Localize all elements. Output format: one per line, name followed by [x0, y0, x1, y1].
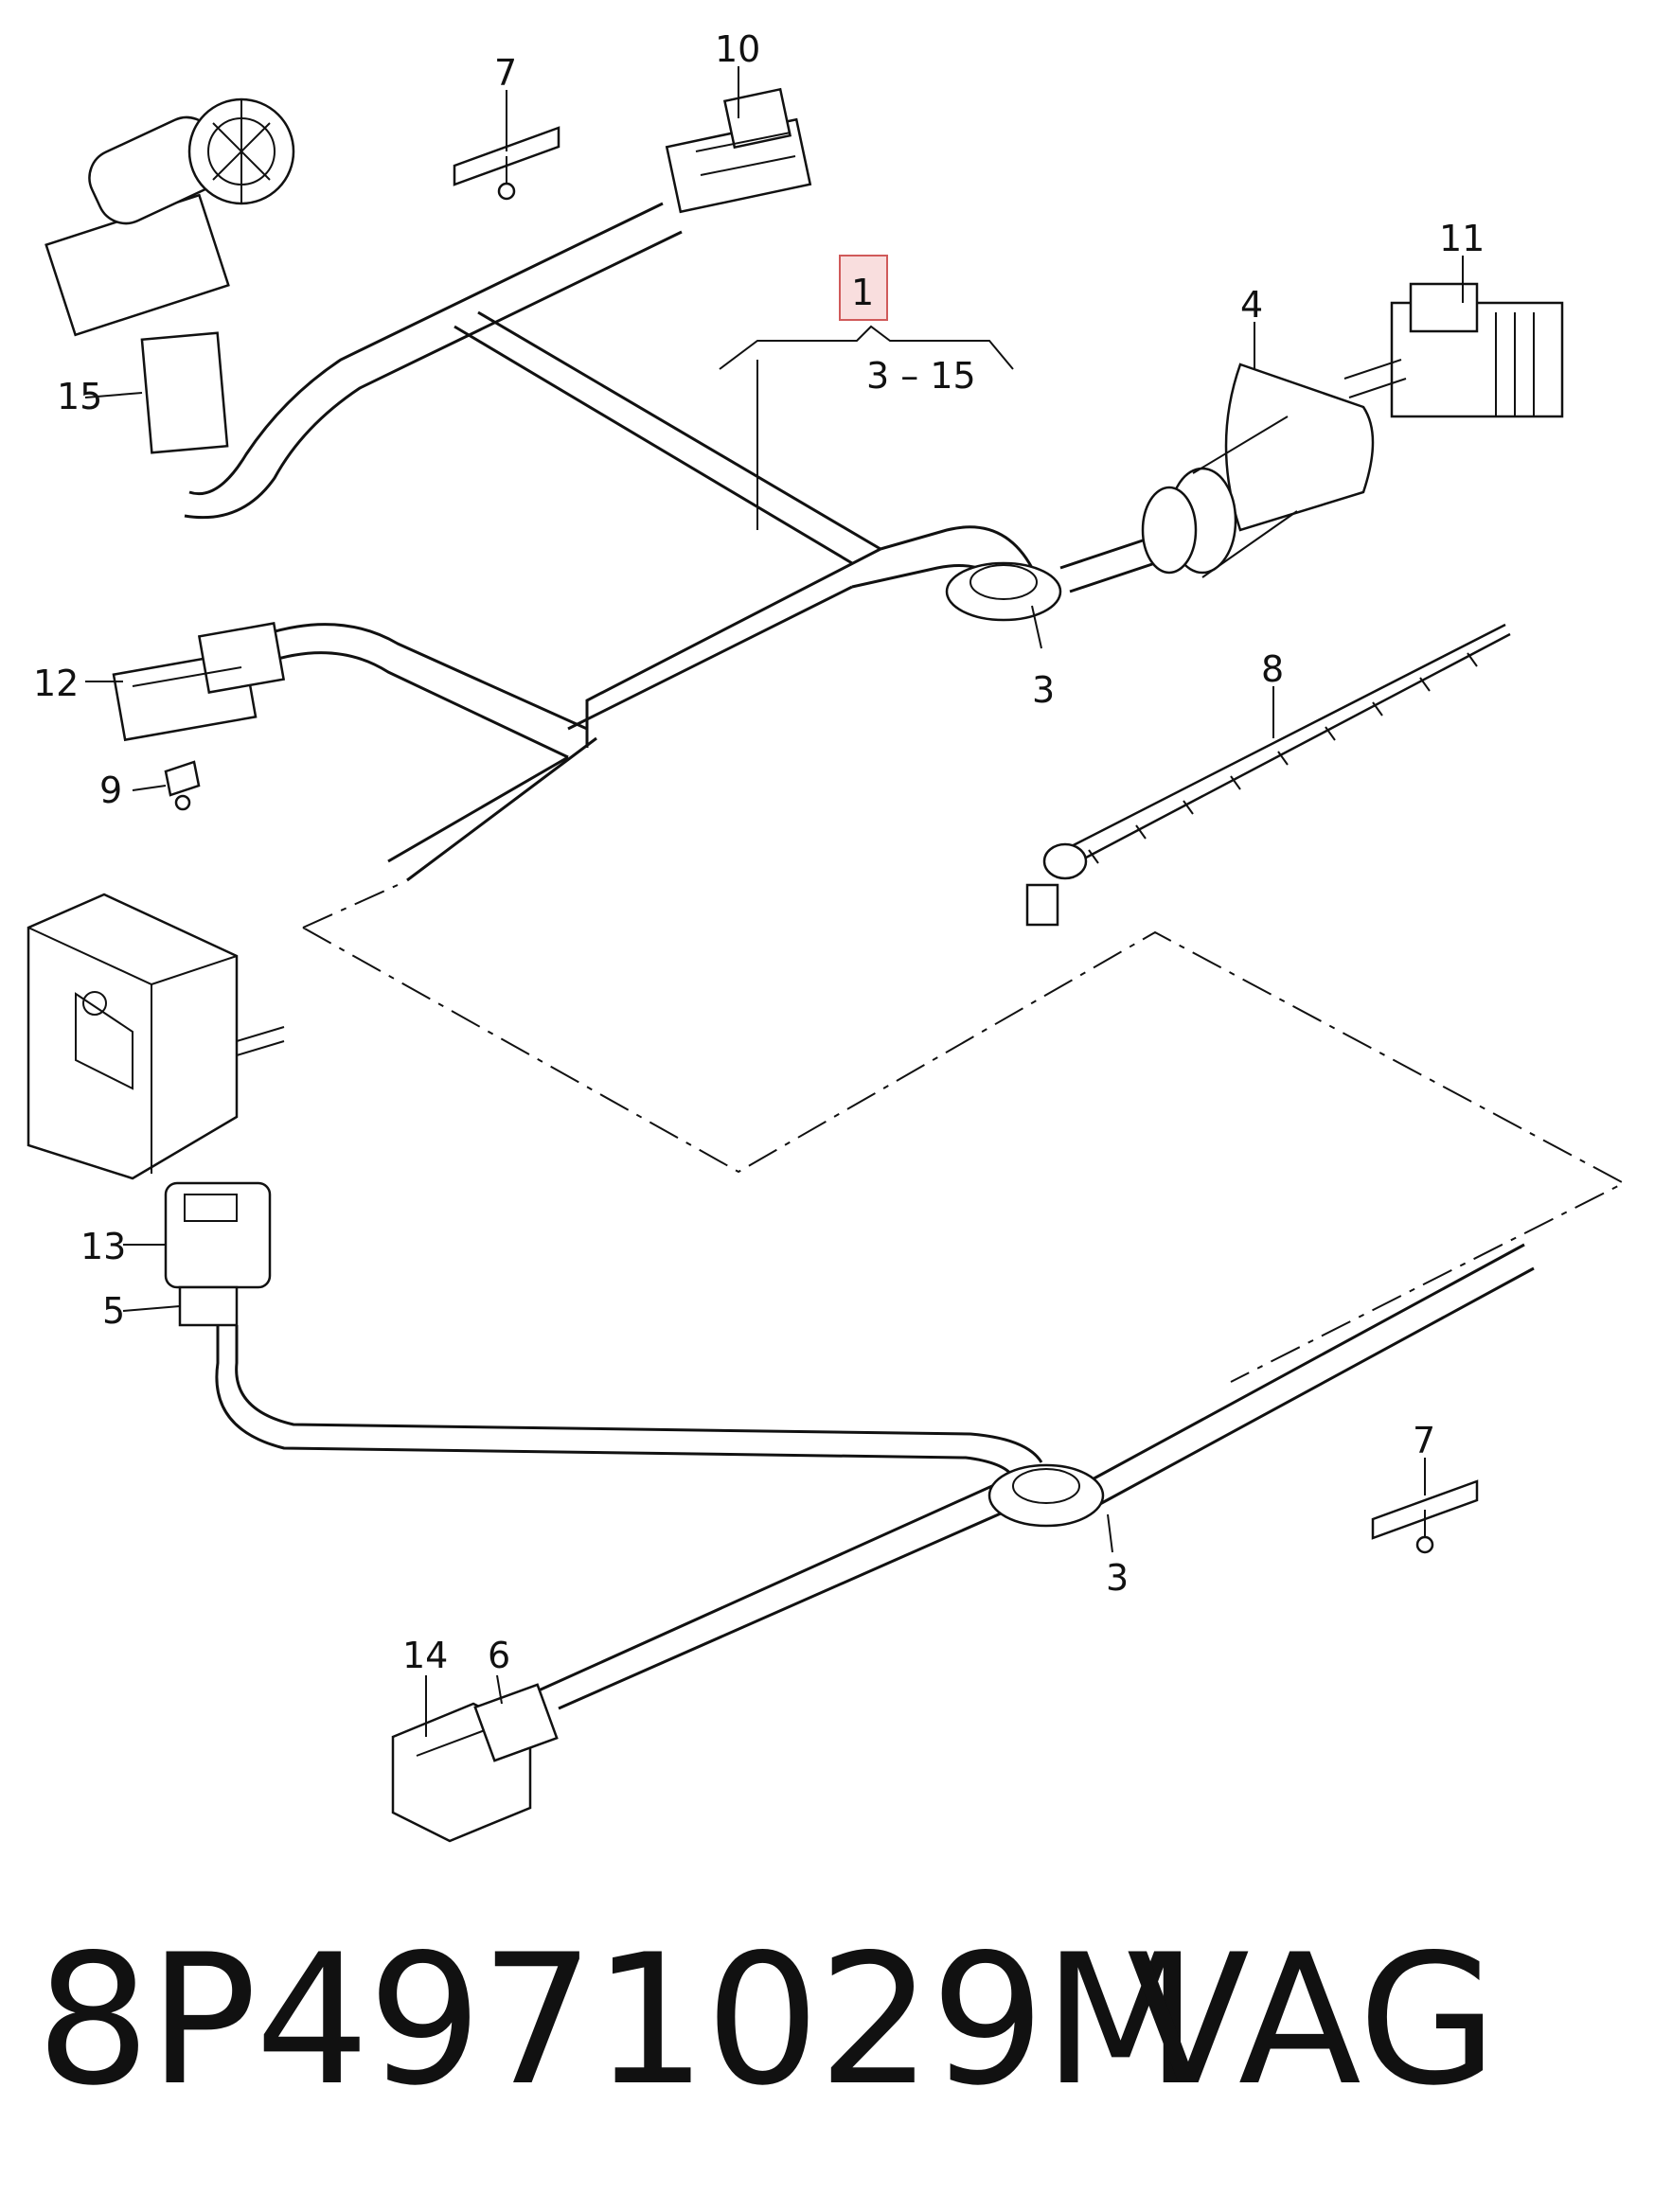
- clip-9-part: [164, 760, 201, 811]
- callout-6: 6: [488, 1635, 510, 1676]
- callout-1-range: 3 – 15: [866, 355, 976, 397]
- callout-3-upper: 3: [1032, 669, 1055, 711]
- part-number-text: 8P4971029M: [36, 1916, 1199, 2125]
- connector-13-part: [164, 1181, 272, 1327]
- leader-lines: [84, 66, 1464, 1737]
- callout-13: 13: [80, 1226, 126, 1267]
- callout-9: 9: [99, 770, 122, 811]
- callout-11: 11: [1439, 218, 1485, 259]
- lower-harness: [215, 1243, 1535, 1710]
- cable-tie-8-part: [1025, 623, 1511, 927]
- callout-4: 4: [1240, 284, 1263, 326]
- window-motor-part: [44, 97, 295, 454]
- callout-14: 14: [402, 1635, 448, 1676]
- callout-3-lower: 3: [1106, 1557, 1129, 1599]
- connector-14-part: [391, 1683, 559, 1843]
- clip-7-upper-part: [453, 126, 560, 201]
- callout-12: 12: [33, 663, 79, 704]
- callout-8: 8: [1261, 648, 1284, 690]
- connector-11-part: [1343, 282, 1564, 418]
- grommet-boot-4-part: [1141, 363, 1375, 578]
- connector-10-part: [665, 87, 812, 214]
- dashed-outline: [302, 884, 1627, 1383]
- callout-7-upper: 7: [494, 52, 517, 94]
- callout-1-highlight: [839, 255, 888, 321]
- callout-15: 15: [57, 376, 102, 417]
- callout-1: 1: [851, 272, 874, 313]
- callout-labels: 1 3 – 15 3 3 4 5 6 7 7 8 9 10 11 12 13 1…: [33, 28, 1485, 1676]
- upper-harness: [184, 202, 1184, 882]
- grommet-3-lower-part: [987, 1463, 1105, 1528]
- clip-7-lower-part: [1371, 1479, 1479, 1554]
- connector-12-part: [112, 622, 286, 742]
- door-lock-part: [27, 893, 285, 1180]
- callout-10: 10: [715, 28, 760, 70]
- brand-text: VAG: [1127, 1916, 1498, 2125]
- grommet-3-upper-part: [945, 561, 1062, 622]
- callout-5: 5: [102, 1290, 125, 1332]
- callout-7-lower: 7: [1413, 1420, 1435, 1461]
